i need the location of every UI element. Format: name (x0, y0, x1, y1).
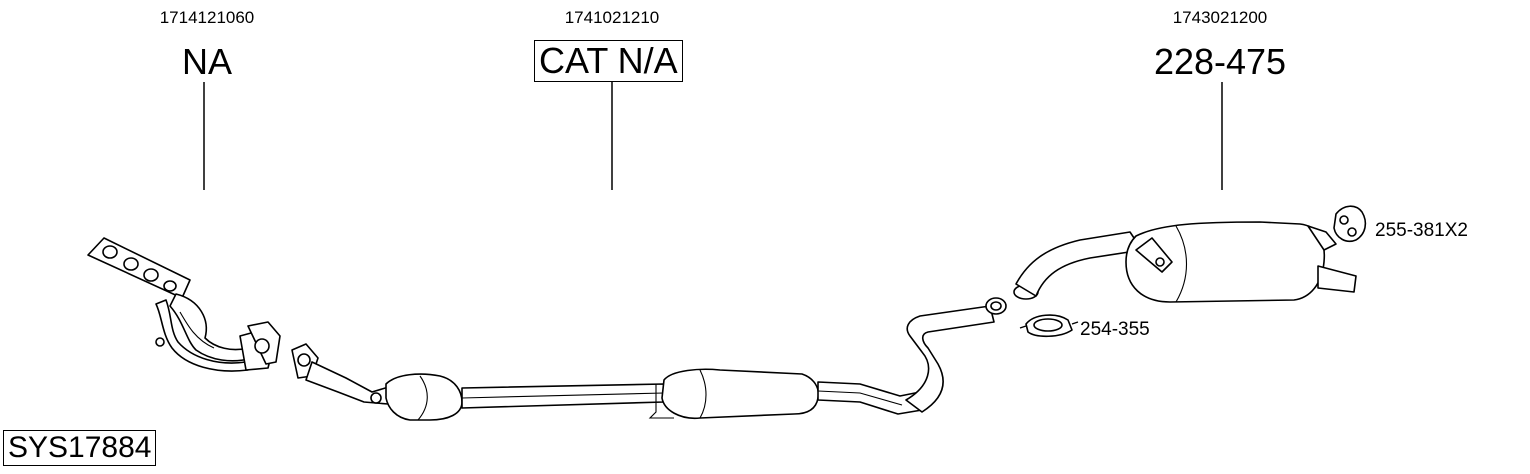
part-label-rear-muffler: 228-475 (1153, 41, 1287, 82)
centre-resonator (648, 297, 1007, 420)
clamp-icon (1019, 314, 1079, 338)
rubber-hanger-icon (1333, 205, 1367, 243)
accessory-label-rubber-hanger: 255-381X2 (1375, 220, 1468, 241)
part-label-catalyst: CAT N/A (534, 40, 683, 82)
part-label-manifold: NA (181, 41, 232, 82)
system-id: SYS17884 (3, 430, 157, 466)
accessory-label-clamp: 254-355 (1080, 319, 1150, 340)
part-number-catalyst: 1741021210 (564, 8, 660, 27)
catalytic-converter-pipe (291, 343, 665, 421)
exhaust-manifold (87, 237, 281, 372)
part-number-manifold: 1714121060 (159, 8, 255, 27)
rear-muffler (1013, 221, 1357, 303)
part-number-rear-muffler: 1743021200 (1172, 8, 1268, 27)
